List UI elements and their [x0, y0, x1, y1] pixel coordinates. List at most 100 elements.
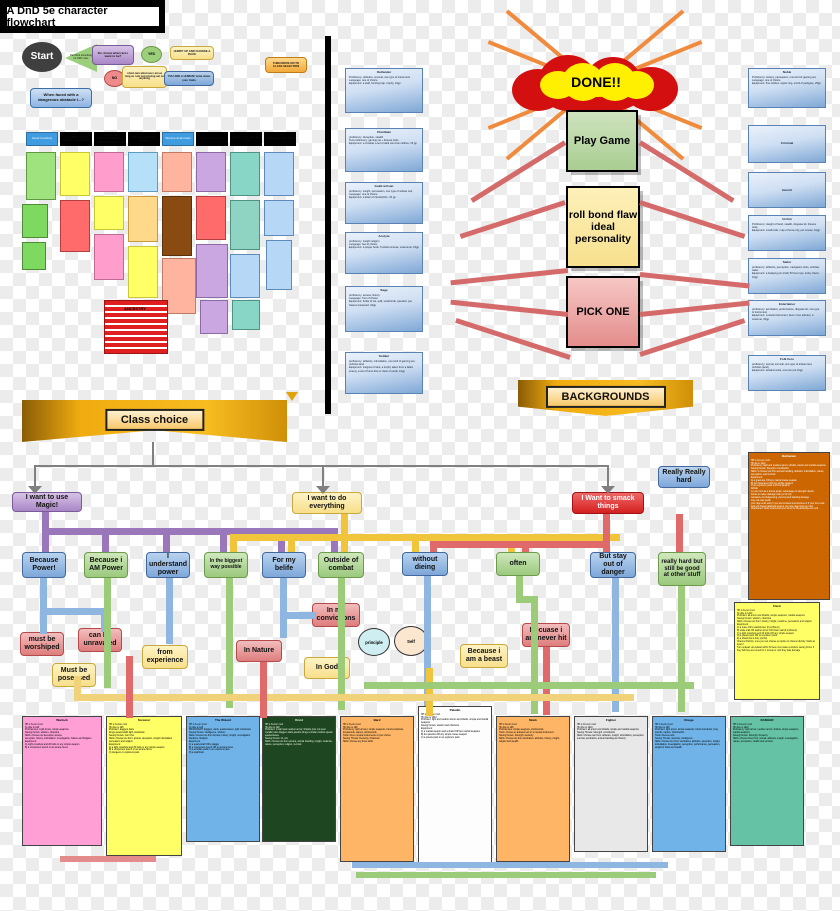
race-card-dwarf	[26, 152, 56, 200]
dm-rules-label: Part think something for DM's rules	[70, 54, 92, 60]
backgrounds-banner: BACKGROUNDS	[518, 380, 693, 416]
want-magic-box: I want to use Magic!	[12, 492, 82, 512]
detail-from-experience: from experience	[142, 645, 188, 669]
ribbon-yellow-drop-b	[288, 534, 295, 552]
race-card-extra-9	[232, 300, 260, 330]
motivation-understand-power: I understand power	[146, 552, 190, 578]
detail-in-my-convictions: In my convictions	[312, 603, 360, 627]
pick-one-arrow-8	[639, 272, 750, 289]
ribbon-yellow-drop-a	[230, 534, 237, 552]
race-card-halforc-sub	[264, 200, 294, 236]
ribbon-red-drop-a	[430, 541, 437, 552]
motivation-for-belief: For my belife	[262, 552, 306, 578]
obstacle-option-4: Survive at all costs	[162, 132, 194, 146]
background-card-acolyte: Acolyte proficiency: insight religion La…	[345, 232, 423, 274]
done-label: DONE!!	[571, 74, 621, 90]
principle-circle: principle	[358, 628, 390, 656]
start-node: Start	[22, 42, 62, 72]
ribbon-red-main	[430, 541, 610, 548]
ancestry-label: ANCESTRY	[124, 305, 146, 311]
background-card-folk-hero: Folk hero proficiency: animal, survival,…	[748, 355, 826, 391]
ribbon-red-drop-d	[676, 514, 683, 552]
obstacle-option-2: What is the underlying magic of this obs…	[94, 132, 126, 146]
motivation-without-dieing: without dieing	[402, 552, 448, 576]
motivation-biggest-way: In the biggest way possible	[204, 552, 248, 578]
burst-cloud-yellow	[540, 63, 654, 103]
pick-one-arrow-4	[450, 299, 569, 317]
obstacle-option-3: Run at it and then destroy	[128, 132, 160, 146]
race-card-extra-4	[196, 244, 228, 298]
motivation-stay-out-danger: But stay out of danger	[590, 552, 636, 578]
ribbon-yellow-bottom-2	[74, 676, 81, 700]
pick-one-arrow-10	[639, 318, 746, 357]
ribbon-red-bottom-2	[260, 662, 267, 718]
detail-i-am-a-beast: Because i am a beast	[460, 644, 508, 668]
self-circle: Self	[394, 626, 428, 656]
motivation-because-power: Because Power!	[22, 552, 66, 578]
connector-class-down-right	[607, 465, 609, 487]
ribbon-yellow-main	[230, 534, 620, 541]
ribbon-green-6	[531, 596, 538, 714]
connector-class-trunk	[34, 465, 609, 467]
race-card-dragon-sub	[162, 196, 192, 256]
ribbon-purple-drop-2	[163, 528, 170, 552]
motivation-i-am-power: Because i AM Power	[84, 552, 128, 578]
dangerous-obstacle-box: When faced with a dangerous obstacle I..…	[30, 88, 92, 108]
page-title: A DnD 5e character flowchart	[0, 0, 165, 33]
ribbon-red-bottom	[126, 656, 133, 718]
ribbon-blue-link-5	[280, 578, 287, 638]
ribbon-blue-link-10	[426, 668, 433, 716]
ribbon-green-8	[364, 682, 694, 689]
race-card-gnome-sub	[128, 196, 158, 242]
roll-traits-box: roll bond flaw ideal personality	[566, 186, 640, 268]
pick-one-arrow-7	[639, 200, 746, 239]
ribbon-blue-link-8	[612, 578, 619, 712]
move-to-class-selection-box: THEN MOVE ON TO CLASS SELECTION	[265, 57, 307, 73]
ribbon-purple-drop-3	[220, 528, 227, 552]
ribbon-blue-link-1	[40, 578, 47, 634]
motivation-outside-combat: Outside of combat	[318, 552, 364, 578]
ribbon-purple-drop-1	[102, 528, 109, 552]
right-card-cleric: Cleric HP is 8+con mod hit dice is 1d10 …	[734, 602, 820, 700]
race-card-half-elf	[230, 152, 260, 196]
ribbon-red-drop-c	[603, 514, 610, 552]
race-card-elf-sub	[60, 200, 90, 252]
detail-must-be-worshiped: must be worshiped	[20, 632, 64, 656]
page-title-label: A DnD 5e character flowchart	[6, 5, 159, 29]
detail-can-be-unravaled: can be unravaled	[78, 628, 122, 652]
race-card-dwarf-sub	[22, 204, 48, 238]
detail-never-hit: Becuase i am never hit	[522, 623, 570, 647]
background-card-soldier: Soldier proficiency: athletics, intimida…	[345, 352, 423, 394]
detail-in-nature: In Nature	[236, 640, 282, 662]
race-card-half-orc	[264, 152, 294, 196]
arrowhead-banner-down	[286, 392, 298, 401]
race-card-tiefling	[196, 152, 226, 192]
race-card-halfling-sub	[94, 196, 124, 230]
right-card-barbarian: Barbarian HP is 12+con mod Hit die is 1d…	[748, 452, 830, 600]
ribbon-bottom-blue-rail	[352, 862, 668, 868]
race-card-gnome	[128, 152, 158, 192]
ribbon-yellow-bottom	[74, 694, 634, 701]
yes-node: YES	[141, 46, 162, 63]
ribbon-bottom-green-rail	[356, 872, 656, 878]
want-smack-box: I Want to smack things	[572, 492, 644, 514]
ribbon-blue-link-7	[424, 576, 431, 706]
race-card-extra-3	[128, 246, 158, 298]
ribbon-purple-drop-0	[42, 512, 49, 552]
ribbon-blue-link-6	[280, 612, 316, 619]
ribbon-blue-link-2	[40, 608, 108, 615]
race-card-extra-6	[266, 240, 292, 290]
ancestry-block	[104, 300, 168, 354]
background-card-guild-artisan: Guild artisan proficiency: insight, pers…	[345, 182, 423, 224]
background-card-sage: Sage proficiency: arcana, history Langua…	[345, 286, 423, 332]
class-choice-banner: Class choice	[22, 400, 287, 442]
background-card-charlatan: Charlatan proficiency: deception, stealt…	[345, 128, 423, 172]
background-card-urchin: Urchin Proficiency: sleight of hand, ste…	[748, 215, 826, 251]
connector-class-down-mid	[322, 465, 324, 487]
